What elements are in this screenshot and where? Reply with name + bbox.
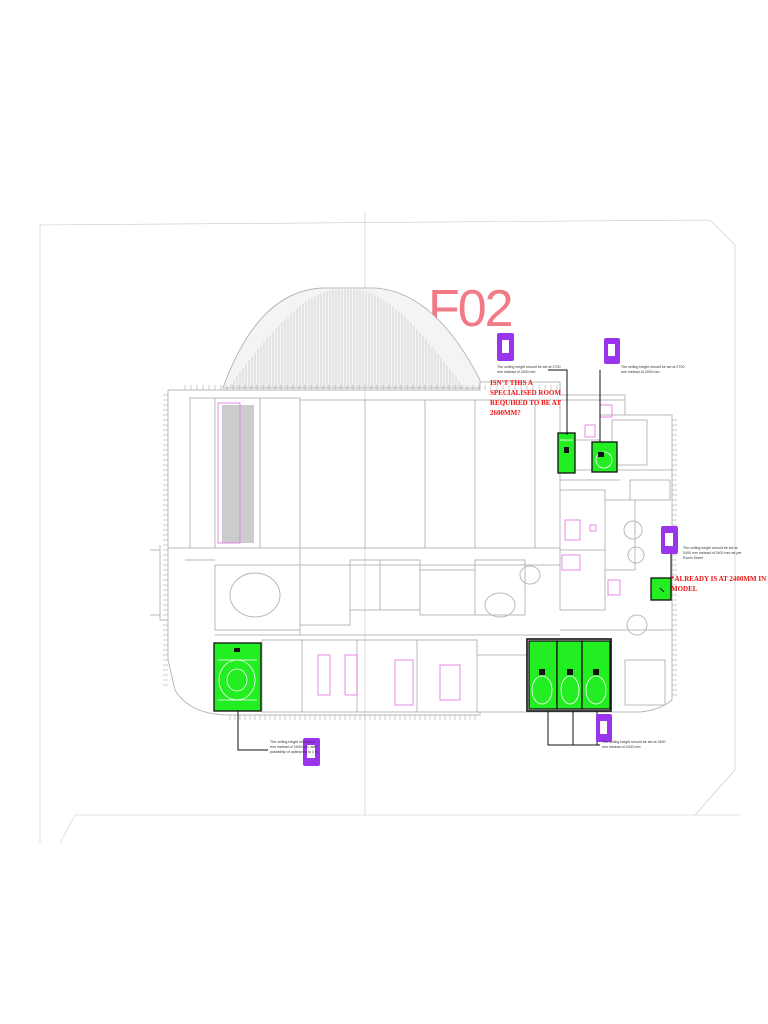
magenta-linework [217,402,621,706]
highlighted-room-b [557,432,576,474]
markup-tag-icon[interactable] [596,714,612,742]
highlighted-room-d [650,577,672,601]
roof-canopy [222,287,481,389]
interior-walls [168,397,672,713]
highlighted-room-c [591,441,618,473]
note-ceiling-3: The ceiling height should be set at 2400… [683,546,743,560]
highlighted-room-e [526,638,612,712]
review-comment-specialised-room: ISN'T THIS A SPECIALISED ROOM REQUIRED T… [490,379,563,417]
markup-tag-icon[interactable] [497,333,514,361]
markup-tag-icon[interactable] [661,526,678,554]
note-ceiling-2: The ceiling height should be set at 2700… [621,365,686,374]
review-comment-tdps-model: *ALREADY IS AT 2400MM IN TDPS MODEL [671,575,768,593]
note-ceiling-4: The ceiling height should be mm instead … [270,740,318,754]
markup-tag-icon[interactable] [604,338,620,364]
markup-tag-icon[interactable] [303,738,320,766]
highlighted-room-a [213,642,262,712]
note-ceiling-1: The ceiling height should be set at 2700… [497,365,562,374]
note-ceiling-5: The ceiling height should be set at 2400… [602,740,667,749]
